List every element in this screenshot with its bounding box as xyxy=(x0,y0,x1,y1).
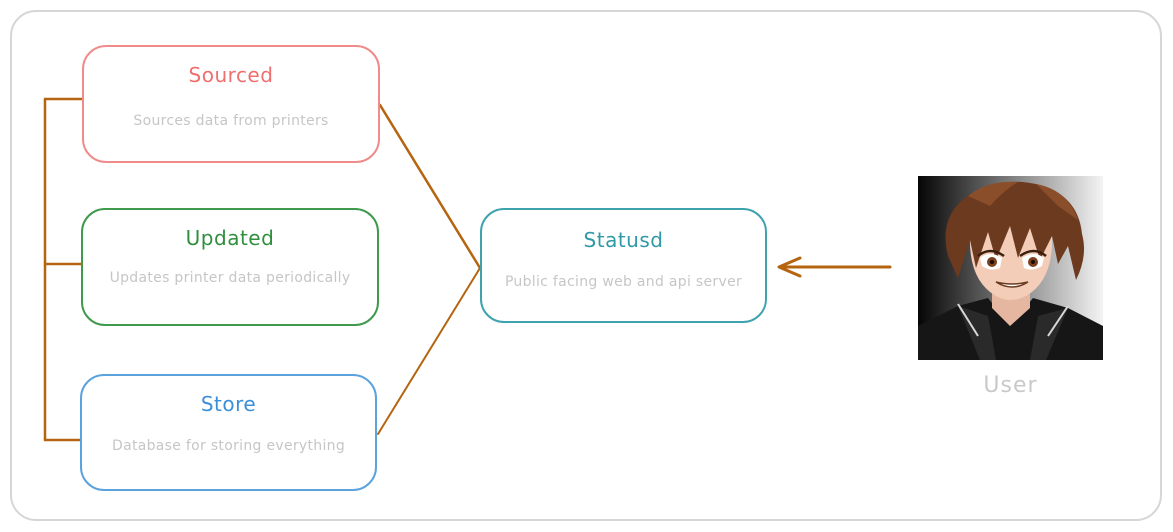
node-statusd[interactable]: Statusd Public facing web and api server xyxy=(480,208,767,323)
node-updated-description: Updates printer data periodically xyxy=(109,270,351,286)
edge-store-statusd xyxy=(377,267,481,435)
node-sourced-title: Sourced xyxy=(188,63,274,87)
node-statusd-title: Statusd xyxy=(583,228,664,252)
user-label: User xyxy=(983,373,1038,398)
node-updated[interactable]: Updated Updates printer data periodicall… xyxy=(81,208,379,326)
node-updated-title: Updated xyxy=(185,226,275,250)
node-statusd-description: Public facing web and api server xyxy=(504,274,743,290)
node-store[interactable]: Store Database for storing everything xyxy=(80,374,377,491)
edge-sourced-statusd xyxy=(378,103,482,270)
user-avatar-icon[interactable] xyxy=(918,176,1103,360)
node-sourced-description: Sources data from printers xyxy=(133,113,329,129)
arrowhead-icon xyxy=(777,256,802,278)
node-store-description: Database for storing everything xyxy=(111,438,346,454)
node-sourced[interactable]: Sourced Sources data from printers xyxy=(82,45,380,163)
node-store-title: Store xyxy=(200,392,257,416)
